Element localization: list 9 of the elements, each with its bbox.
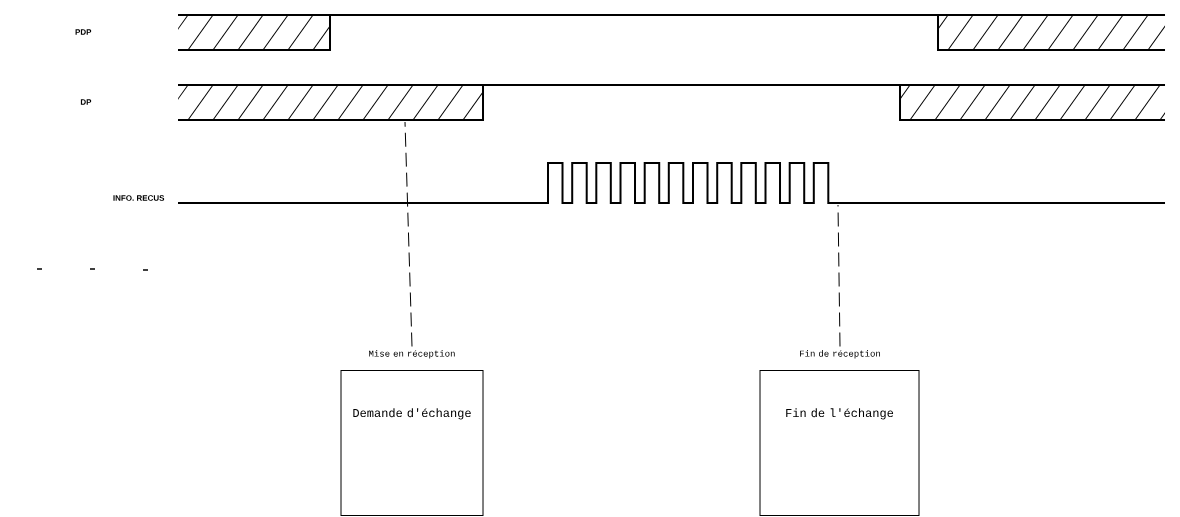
leader-line — [404, 121, 413, 348]
leader-line — [837, 204, 841, 348]
label-box: Demande d'échange — [340, 370, 484, 516]
signal-label: INFO. RECUS — [113, 195, 165, 201]
signal-label: PDP — [75, 29, 92, 35]
caption-text: Fin de réception — [800, 350, 880, 359]
caption-text: Mise en réception — [369, 350, 455, 359]
label-box: Fin de l'échange — [759, 370, 920, 516]
signal-label: DP — [80, 99, 92, 105]
